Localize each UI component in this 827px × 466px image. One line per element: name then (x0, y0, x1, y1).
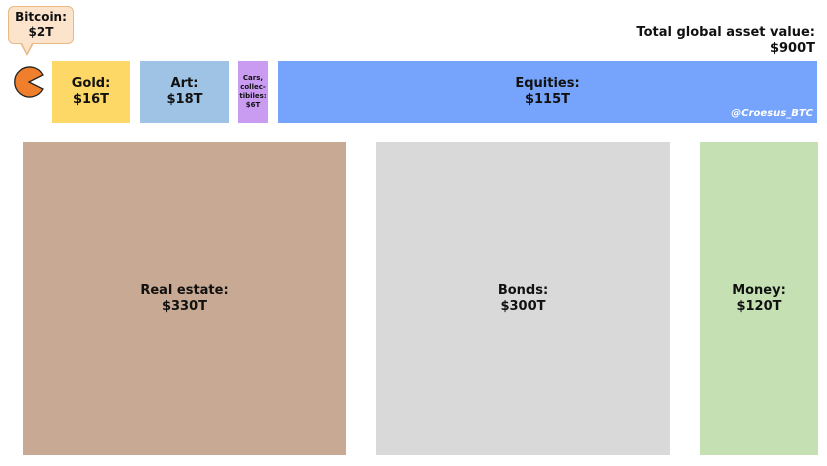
block-equities: Equities:$115T (278, 61, 817, 123)
block-real-estate: Real estate:$330T (23, 142, 346, 455)
block-bonds: Bonds:$300T (376, 142, 670, 455)
block-gold: Gold:$16T (52, 61, 130, 123)
block-value: $120T (736, 298, 782, 314)
block-label: Gold: (71, 76, 111, 91)
block-money: Money:$120T (700, 142, 818, 455)
total-value: Total global asset value: $900T (636, 25, 815, 57)
block-label: Cars, collec- tibiles: (239, 74, 267, 100)
bitcoin-callout: Bitcoin: $2T (8, 6, 74, 44)
block-label: Equities: (515, 76, 580, 91)
bitcoin-label: Bitcoin: (15, 10, 67, 24)
block-value: $300T (500, 298, 546, 314)
block-cars-collectibles: Cars, collec- tibiles:$6T (238, 61, 268, 123)
callout-tail-fill (22, 43, 32, 53)
total-amount: $900T (769, 41, 815, 56)
block-label: Money: (732, 282, 786, 298)
block-value: $6T (245, 101, 261, 109)
block-label: Art: (170, 76, 199, 91)
bitcoin-value: $2T (28, 25, 54, 39)
block-art: Art:$18T (140, 61, 229, 123)
block-value: $330T (161, 298, 208, 314)
credit-handle: @Croesus_BTC (731, 108, 813, 119)
block-value: $16T (72, 92, 109, 107)
bitcoin-pacman-mark (14, 66, 44, 98)
total-title: Total global asset value: (636, 25, 815, 40)
block-label: Real estate: (140, 282, 229, 298)
block-label: Bonds: (497, 282, 549, 298)
block-value: $115T (524, 92, 571, 107)
block-value: $18T (166, 92, 203, 107)
